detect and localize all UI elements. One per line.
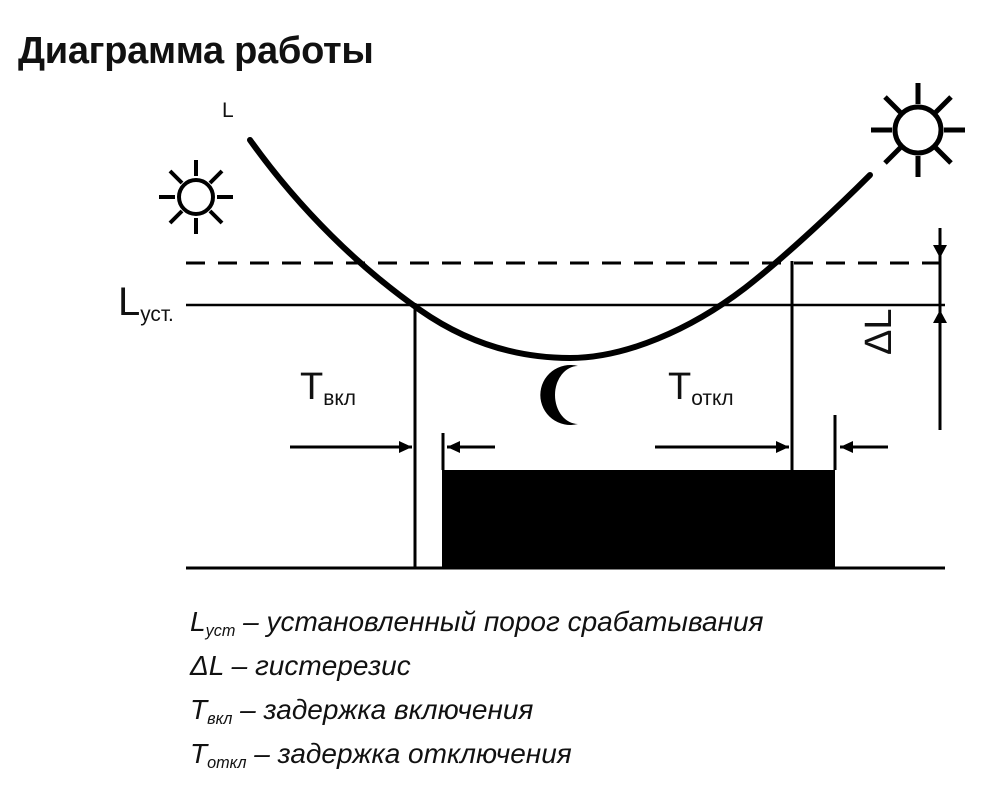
legend-symbol: T xyxy=(190,694,208,725)
legend-symbol-sub: уст xyxy=(205,622,236,641)
legend-item: Lуст – установленный порог срабатывания xyxy=(190,602,980,646)
threshold-label-sub: уст. xyxy=(140,303,174,327)
legend-text: установленный порог срабатывания xyxy=(266,606,764,637)
legend: Lуст – установленный порог срабатывания … xyxy=(190,602,980,778)
legend-text: задержка включения xyxy=(263,694,534,725)
output-on-bar xyxy=(442,470,835,568)
legend-symbol: T xyxy=(190,738,208,769)
sun-icon xyxy=(159,160,233,234)
legend-symbol: L xyxy=(190,606,206,637)
turn-on-delay-label: Tвкл xyxy=(300,368,356,412)
turn-off-delay-label: Tоткл xyxy=(668,368,734,412)
threshold-label-base: L xyxy=(118,280,141,324)
legend-dash: – xyxy=(223,650,255,681)
legend-symbol-sub: вкл xyxy=(207,710,233,729)
curve-label: L xyxy=(222,99,234,122)
legend-dash: – xyxy=(235,606,267,637)
legend-item: Tвкл – задержка включения xyxy=(190,690,980,734)
threshold-axis-label: Lуст. xyxy=(118,282,174,329)
legend-item: ΔL – гистерезис xyxy=(190,646,980,690)
illuminance-curve xyxy=(247,137,873,362)
legend-item: Tоткл – задержка отключения xyxy=(190,734,980,778)
hysteresis-label: ΔL xyxy=(858,308,900,355)
sun-icon xyxy=(871,83,965,177)
turn-off-label-base: T xyxy=(668,366,692,408)
moon-icon xyxy=(540,365,578,426)
turn-on-label-base: T xyxy=(300,366,324,408)
legend-dash: – xyxy=(246,738,278,769)
legend-text: гистерезис xyxy=(255,650,411,681)
turn-on-label-sub: вкл xyxy=(323,387,356,411)
legend-symbol: ΔL xyxy=(190,650,224,681)
turn-off-label-sub: откл xyxy=(691,387,734,411)
legend-symbol-sub: откл xyxy=(207,754,247,773)
page-title: Диаграмма работы xyxy=(18,30,374,72)
legend-dash: – xyxy=(232,694,264,725)
legend-text: задержка отключения xyxy=(277,738,572,769)
